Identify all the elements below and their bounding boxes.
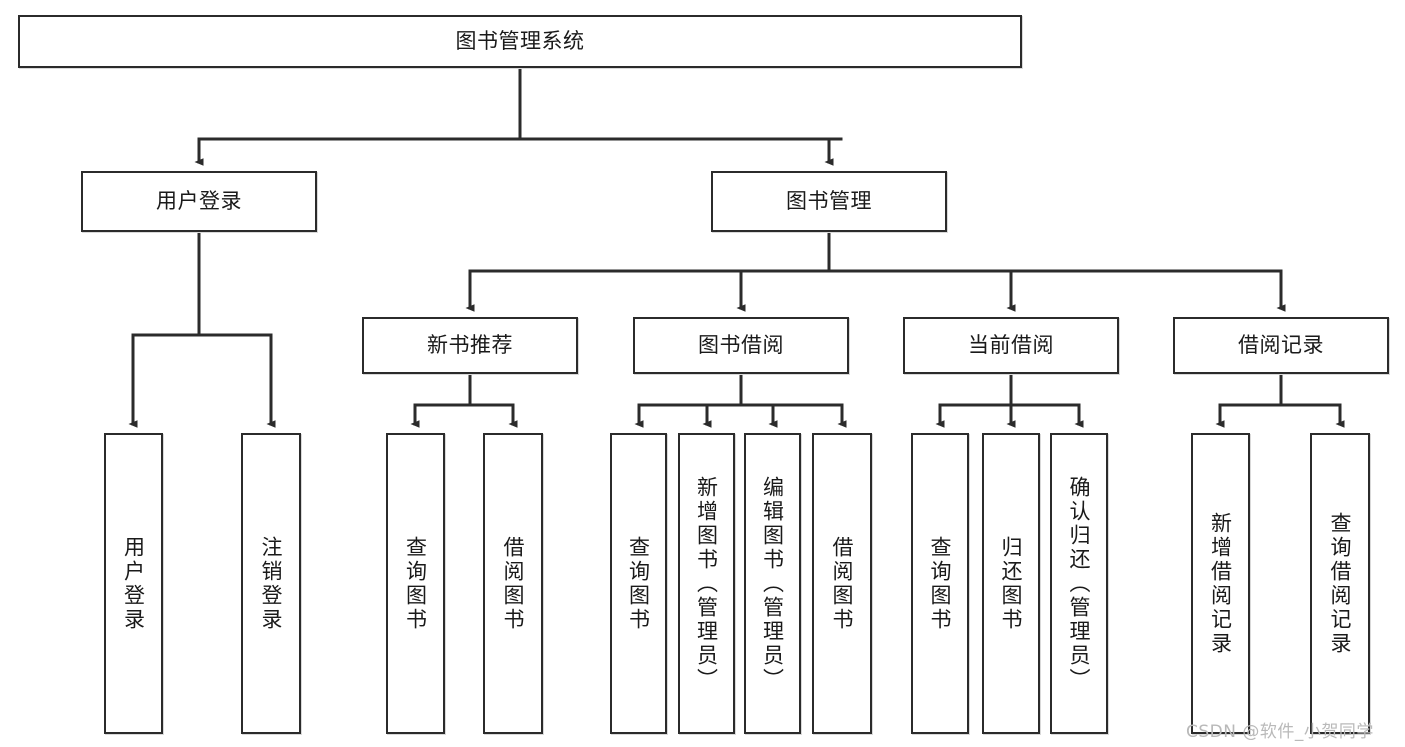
csdn-watermark: CSDN @软件_小贺同学 <box>1186 722 1374 742</box>
leaf-confirm-return-admin[interactable]: 确认归还（管理员） <box>1050 433 1108 734</box>
leaf-borrow-book-new[interactable]: 借阅图书 <box>483 433 543 734</box>
leaf-user-login[interactable]: 用户登录 <box>104 433 163 734</box>
leaf-query-book-borrow[interactable]: 查询图书 <box>610 433 667 734</box>
leaf-edit-book-admin[interactable]: 编辑图书（管理员） <box>744 433 801 734</box>
leaf-borrow-book[interactable]: 借阅图书 <box>812 433 872 734</box>
node-root[interactable]: 图书管理系统 <box>18 15 1022 68</box>
leaf-return-book[interactable]: 归还图书 <box>982 433 1040 734</box>
leaf-add-borrow-record[interactable]: 新增借阅记录 <box>1191 433 1250 734</box>
leaf-add-book-admin[interactable]: 新增图书（管理员） <box>678 433 735 734</box>
leaf-query-book-current[interactable]: 查询图书 <box>911 433 969 734</box>
node-user-login[interactable]: 用户登录 <box>81 171 317 232</box>
node-book-management[interactable]: 图书管理 <box>711 171 947 232</box>
leaf-logout[interactable]: 注销登录 <box>241 433 301 734</box>
leaf-query-borrow-record[interactable]: 查询借阅记录 <box>1310 433 1370 734</box>
node-borrow-record[interactable]: 借阅记录 <box>1173 317 1389 374</box>
node-current-borrow[interactable]: 当前借阅 <box>903 317 1119 374</box>
node-book-borrow[interactable]: 图书借阅 <box>633 317 849 374</box>
node-new-book-recommend[interactable]: 新书推荐 <box>362 317 578 374</box>
leaf-query-book-new[interactable]: 查询图书 <box>386 433 445 734</box>
